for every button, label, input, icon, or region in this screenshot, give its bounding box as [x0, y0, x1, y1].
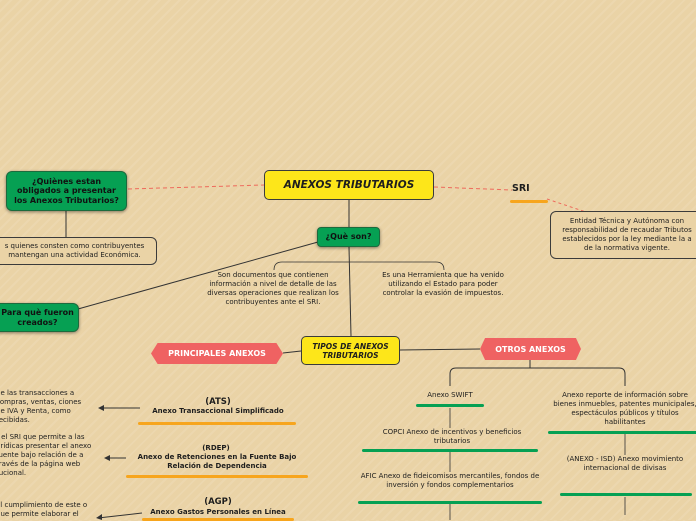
link-tipos-otros — [399, 348, 481, 351]
para-que-question[interactable]: Para què fueron creados? — [0, 303, 79, 332]
sri-underline — [510, 200, 548, 203]
tipos-node[interactable]: TIPOS DE ANEXOS TRIBUTARIOS — [301, 336, 400, 365]
arrowhead-ats — [98, 405, 104, 411]
central-topic[interactable]: ANEXOS TRIBUTARIOS — [264, 170, 434, 200]
que-son-definition: Son documentos que contienen información… — [207, 271, 339, 307]
otros-bienes[interactable]: Anexo reporte de información sobre biene… — [553, 391, 696, 427]
otros-anexos-label: OTROS ANEXOS — [495, 344, 566, 354]
quienes-answer-box[interactable]: s quienes consten como contribuyentes ma… — [0, 237, 157, 265]
agp-code: (AGP) — [204, 497, 232, 507]
sri-description: Entidad Técnica y Autónoma con responsab… — [562, 216, 692, 253]
otros-afic[interactable]: AFIC Anexo de fideicomisos mercantiles, … — [360, 472, 540, 490]
dashed-link-quienes — [127, 184, 265, 190]
rdep-description: r el SRI que permite a las urídicas pres… — [0, 433, 92, 478]
que-son-question[interactable]: ¿Què son? — [317, 227, 380, 247]
quienes-question[interactable]: ¿Quiènes estan obligados a presentar los… — [6, 171, 127, 211]
agp-description: el cumplimiento de este o que permite el… — [0, 501, 88, 519]
principales-anexos-label: PRINCIPALES ANEXOS — [168, 349, 266, 358]
que-son-tool-text: Es una Herramienta que ha venido utiliza… — [382, 271, 504, 298]
otros-swift-underline — [416, 404, 484, 407]
otros-swift[interactable]: Anexo SWIFT — [427, 391, 473, 399]
que-son-label: ¿Què son? — [325, 232, 372, 242]
arrow-agp — [97, 512, 143, 519]
otros-copci-underline — [362, 449, 538, 452]
otros-isd-underline — [560, 493, 692, 496]
dashed-link-sri — [433, 186, 513, 191]
arrowhead-rdep — [104, 455, 110, 461]
dashed-link-sri-desc — [546, 198, 587, 213]
ats-code: (ATS) — [205, 397, 231, 407]
rdep-code: (RDEP) — [202, 444, 230, 452]
ats-description: de las transacciones a compras, ventas, … — [0, 389, 82, 425]
principales-anexos-node[interactable]: PRINCIPALES ANEXOS — [151, 343, 283, 364]
bracket-otros-children — [449, 367, 626, 386]
rdep-underline — [126, 475, 308, 478]
rdep-name[interactable]: Anexo de Retenciones en la Fuente Bajo R… — [137, 453, 297, 471]
bracket-queson-children — [273, 261, 445, 271]
agp-name[interactable]: Anexo Gastos Personales en Línea — [150, 508, 286, 516]
tipos-label: TIPOS DE ANEXOS TRIBUTARIOS — [312, 341, 389, 360]
link-tipos-principales — [282, 350, 302, 354]
arrowhead-agp — [96, 514, 102, 520]
otros-bienes-underline — [548, 431, 696, 434]
sri-label[interactable]: SRI — [512, 183, 530, 194]
quienes-question-label: ¿Quiènes estan obligados a presentar los… — [14, 177, 119, 205]
sri-description-box[interactable]: Entidad Técnica y Autónoma con responsab… — [550, 211, 696, 259]
link-queson-tipos — [348, 246, 352, 337]
otros-anexos-node[interactable]: OTROS ANEXOS — [480, 338, 581, 360]
otros-copci[interactable]: COPCI Anexo de incentivos y beneficios t… — [382, 428, 522, 446]
ats-name[interactable]: Anexo Transaccional Simplificado — [152, 407, 284, 415]
ats-underline — [138, 422, 296, 425]
central-topic-label: ANEXOS TRIBUTARIOS — [283, 179, 415, 191]
link-queson-paraque — [77, 241, 319, 310]
quienes-answer: s quienes consten como contribuyentes ma… — [4, 241, 145, 259]
otros-isd[interactable]: (ANEXO - ISD) Anexo movimiento internaci… — [566, 455, 684, 473]
otros-afic-underline — [358, 501, 542, 504]
para-que-label: Para què fueron creados? — [1, 308, 74, 327]
